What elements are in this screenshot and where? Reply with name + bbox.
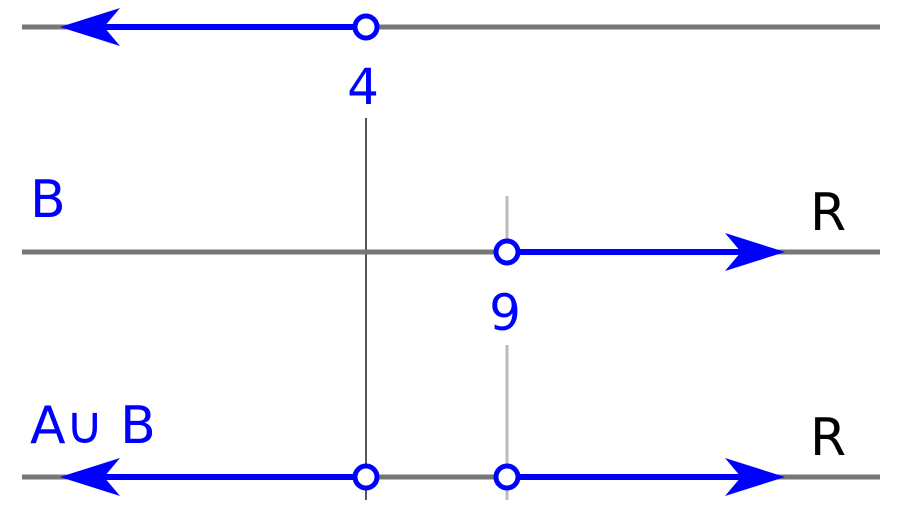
arrowhead-left bbox=[60, 8, 120, 46]
number-line-union: A∪ B R bbox=[22, 396, 880, 496]
universe-label-r: R bbox=[810, 183, 846, 243]
open-point-4 bbox=[352, 13, 380, 41]
number-line-a: 4 R bbox=[22, 0, 880, 116]
arrowhead-left bbox=[60, 458, 120, 496]
arrowhead-right bbox=[725, 233, 785, 271]
set-label-b: B bbox=[30, 170, 66, 230]
point-label-4: 4 bbox=[347, 58, 379, 116]
universe-label-r: R bbox=[810, 408, 846, 468]
point-label-9: 9 bbox=[489, 284, 521, 342]
open-point-4 bbox=[352, 463, 380, 491]
open-point-9 bbox=[493, 463, 521, 491]
open-point-9 bbox=[493, 238, 521, 266]
number-line-b: B 9 R bbox=[22, 170, 880, 342]
universe-label-r: R bbox=[812, 0, 848, 9]
set-label-union: A∪ B bbox=[30, 396, 156, 456]
arrowhead-right bbox=[725, 458, 785, 496]
